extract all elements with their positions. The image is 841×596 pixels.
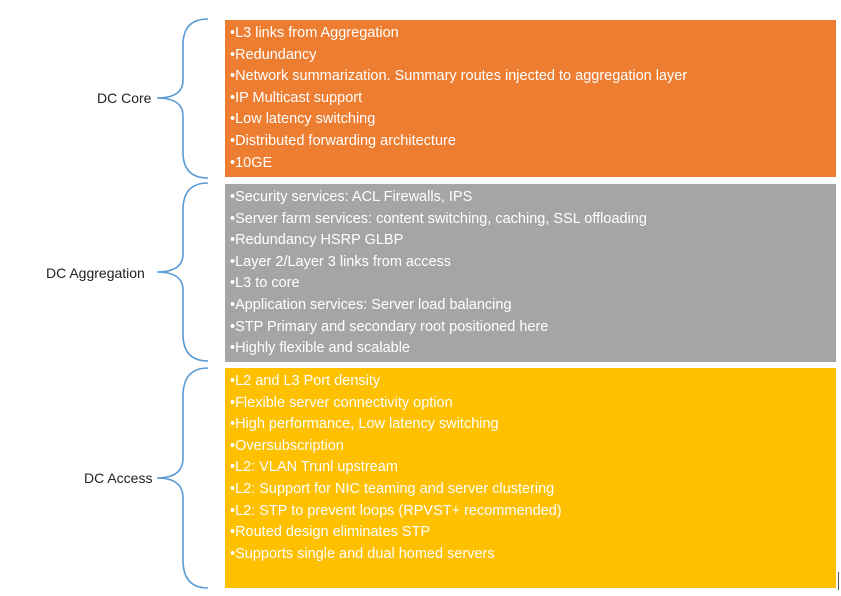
list-item: •10GE	[230, 154, 273, 171]
list-item: •L2: VLAN Trunl upstream	[230, 459, 398, 476]
dc-aggregation-label: DC Aggregation	[46, 265, 145, 281]
list-item: •Application services: Server load balan…	[230, 296, 512, 313]
list-item: •Redundancy HSRP GLBP	[230, 232, 404, 249]
list-item: •Supports single and dual homed servers	[230, 545, 495, 562]
list-item: •L2 and L3 Port density	[230, 373, 381, 389]
dc-aggregation-panel: •Security services: ACL Firewalls, IPS •…	[225, 184, 836, 362]
list-item: •Low latency switching	[230, 111, 376, 128]
list-item: •L2: STP to prevent loops (RPVST+ recomm…	[230, 502, 562, 519]
list-item: •L3 links from Aggregation	[230, 25, 399, 41]
list-item: •Redundancy	[230, 46, 317, 63]
dc-access-brace	[156, 367, 209, 589]
list-item: •Layer 2/Layer 3 links from access	[230, 253, 452, 270]
list-item: •Network summarization. Summary routes i…	[230, 68, 688, 85]
list-item: •Distributed forwarding architecture	[230, 132, 456, 149]
list-item: •Oversubscription	[230, 437, 344, 454]
dc-core-label: DC Core	[97, 90, 152, 106]
edge-marker	[838, 572, 839, 590]
dc-aggregation-brace	[156, 182, 209, 362]
list-item: •L3 to core	[230, 275, 300, 292]
list-item: •Highly flexible and scalable	[230, 340, 410, 357]
list-item: •Flexible server connectivity option	[230, 394, 453, 411]
dc-access-panel: •L2 and L3 Port density •Flexible server…	[225, 368, 836, 588]
list-item: •Routed design eliminates STP	[230, 524, 431, 541]
list-item: •Security services: ACL Firewalls, IPS	[230, 189, 473, 205]
list-item: •IP Multicast support	[230, 89, 363, 106]
list-item: •High performance, Low latency switching	[230, 416, 499, 433]
list-item: •L2: Support for NIC teaming and server …	[230, 480, 555, 497]
dc-core-brace	[156, 18, 209, 179]
dc-access-label: DC Access	[84, 470, 153, 486]
list-item: •STP Primary and secondary root position…	[230, 318, 549, 335]
list-item: •Server farm services: content switching…	[230, 210, 647, 227]
dc-core-panel: •L3 links from Aggregation •Redundancy •…	[225, 20, 836, 177]
